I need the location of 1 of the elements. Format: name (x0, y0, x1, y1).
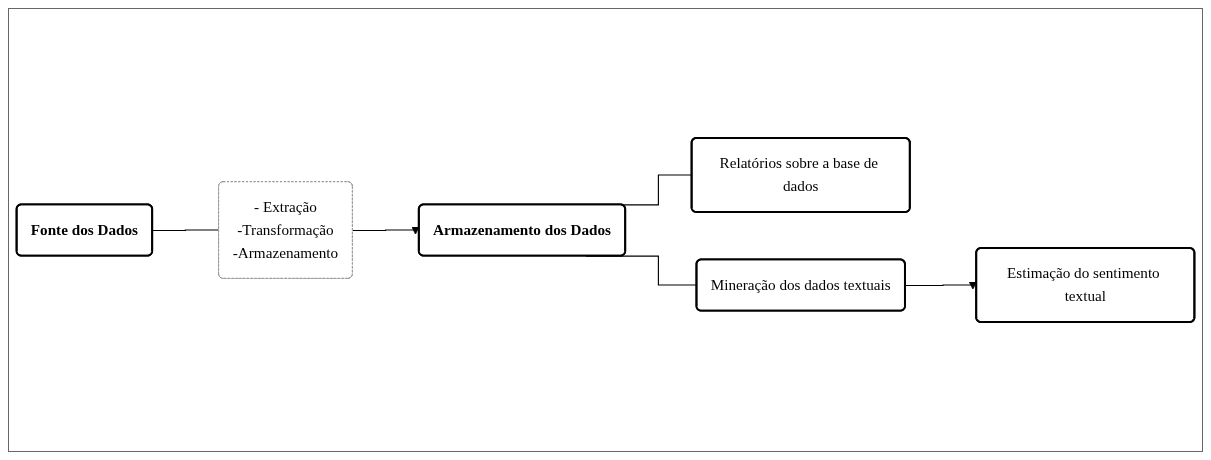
connector (152, 229, 220, 232)
